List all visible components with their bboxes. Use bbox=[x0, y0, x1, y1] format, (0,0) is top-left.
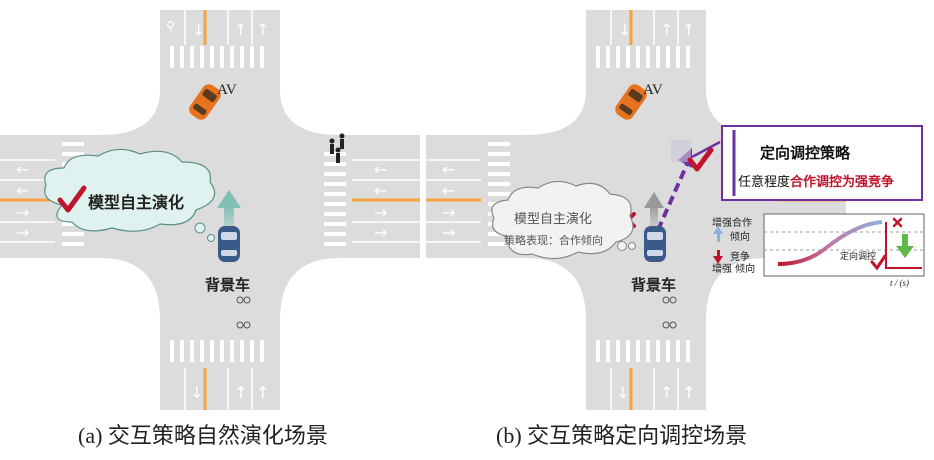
up-arrow-icon bbox=[713, 226, 723, 242]
svg-text:→: → bbox=[374, 223, 387, 242]
check-icon bbox=[870, 254, 887, 271]
caption-b: (b) 交互策略定向调控场景 bbox=[496, 423, 748, 448]
svg-text:↑: ↑ bbox=[234, 20, 247, 39]
svg-text:↑: ↑ bbox=[660, 20, 673, 39]
up-arrow-icon bbox=[644, 192, 664, 231]
svg-text:→: → bbox=[16, 223, 29, 242]
svg-text:↓: ↓ bbox=[192, 20, 205, 39]
svg-text:↑: ↑ bbox=[682, 383, 695, 402]
svg-text:↓: ↓ bbox=[190, 383, 203, 402]
background-car bbox=[218, 226, 240, 262]
svg-text:←: ← bbox=[442, 160, 455, 179]
crosswalk-top bbox=[170, 46, 264, 68]
panel-a: ↓ ↑ ↑ ⚲ ↓ ↑ ↑ ← ← → → bbox=[0, 10, 420, 410]
check-icon bbox=[687, 147, 714, 172]
svg-text:↑: ↑ bbox=[256, 383, 269, 402]
thought-sub: 策略表现：合作倾向 bbox=[504, 233, 603, 247]
chart-annotation: 定向调控 bbox=[840, 250, 876, 262]
av-car bbox=[615, 84, 647, 120]
svg-text:→: → bbox=[374, 203, 387, 222]
crosswalk-right bbox=[324, 152, 346, 246]
vehicle-label: 背景车 bbox=[205, 276, 250, 294]
av-car bbox=[189, 84, 221, 120]
strategy-line: 任意程度合作调控为强竞争 bbox=[738, 174, 894, 190]
svg-text:↓: ↓ bbox=[618, 20, 631, 39]
pedestrian-icon bbox=[329, 133, 345, 163]
thought-text: 模型自主演化 bbox=[88, 193, 184, 212]
panel-b: ↓ ↑ ↑ ↓ ↑ ↑ ← ← → → bbox=[426, 0, 925, 460]
up-arrow-icon bbox=[217, 190, 241, 233]
svg-text:↑: ↑ bbox=[682, 20, 695, 39]
vehicle-label: 背景车 bbox=[631, 276, 676, 294]
down-arrow-icon bbox=[713, 250, 723, 264]
road-surface bbox=[426, 10, 846, 410]
strategy-box bbox=[721, 125, 923, 201]
chart-down-label-1: 竞争 bbox=[730, 250, 750, 263]
svg-text:↑: ↑ bbox=[234, 383, 247, 402]
background-car bbox=[644, 226, 666, 262]
thought-cloud bbox=[491, 180, 636, 260]
bicycle-icon bbox=[662, 296, 677, 329]
caption-a: (a) 交互策略自然演化场景 bbox=[78, 423, 328, 448]
svg-text:→: → bbox=[16, 203, 29, 222]
svg-text:←: ← bbox=[374, 160, 387, 179]
bicycle-icon: ⚲ bbox=[166, 19, 175, 33]
svg-text:←: ← bbox=[16, 160, 29, 179]
svg-text:↑: ↑ bbox=[660, 383, 673, 402]
crosswalk-bottom bbox=[170, 340, 264, 362]
svg-text:↑: ↑ bbox=[256, 20, 269, 39]
chart-up-label-1: 增强合作 bbox=[712, 216, 752, 229]
chart-down-label-2: 增强 倾向 bbox=[712, 262, 755, 275]
svg-text:↓: ↓ bbox=[616, 383, 629, 402]
svg-text:←: ← bbox=[16, 181, 29, 200]
road-surface bbox=[0, 10, 420, 410]
intersection-b: ↓ ↑ ↑ ↓ ↑ ↑ ← ← → → bbox=[426, 10, 925, 410]
strategy-title: 定向调控策略 bbox=[760, 144, 851, 162]
thought-title: 模型自主演化 bbox=[514, 211, 592, 227]
strategy-curve bbox=[777, 220, 883, 266]
intersection-a: ↓ ↑ ↑ ⚲ ↓ ↑ ↑ ← ← → → bbox=[0, 10, 420, 410]
directed-path bbox=[656, 161, 690, 231]
bicycle-icon bbox=[236, 296, 251, 329]
svg-text:←: ← bbox=[442, 181, 455, 200]
strategy-chart: 定向调控 t / (s) bbox=[763, 213, 925, 288]
av-label: AV bbox=[643, 82, 663, 98]
svg-text:←: ← bbox=[374, 181, 387, 200]
thought-cloud bbox=[44, 148, 216, 242]
cross-icon bbox=[892, 217, 903, 228]
av-label: AV bbox=[217, 82, 237, 98]
check-icon bbox=[57, 185, 87, 213]
chart-x-label: t / (s) bbox=[890, 278, 909, 288]
down-arrow-icon bbox=[896, 234, 914, 258]
chart-up-label-2: 倾向 bbox=[730, 230, 750, 243]
svg-text:→: → bbox=[442, 223, 455, 242]
svg-text:→: → bbox=[442, 203, 455, 222]
